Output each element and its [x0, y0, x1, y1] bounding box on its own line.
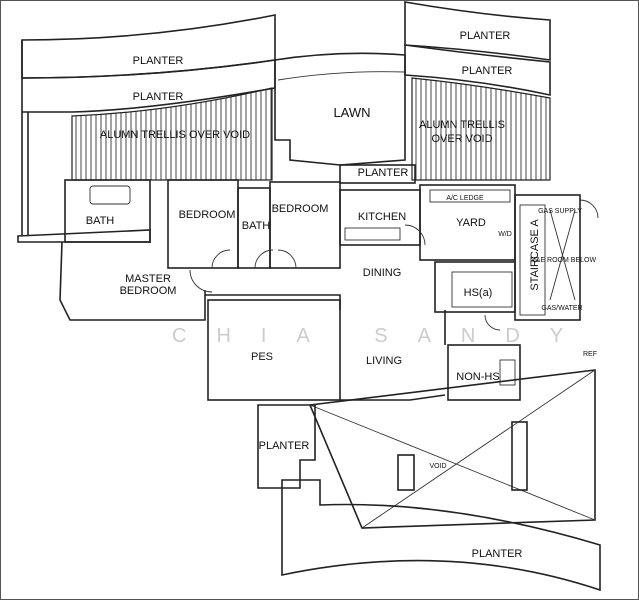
label-bedroom-1: BEDROOM — [179, 209, 236, 221]
label-void: VOID — [429, 463, 446, 470]
label-gas-supply: GAS SUPPLY — [538, 208, 582, 215]
label-wd: W/D — [498, 231, 512, 238]
label-planter-tl1: PLANTER — [133, 55, 184, 67]
watermark: CHIA SANDY — [172, 325, 593, 347]
label-planter-mid: PLANTER — [358, 167, 409, 179]
doors — [189, 199, 599, 331]
label-trellis-right-2: OVER VOID — [431, 133, 492, 145]
label-lawn: LAWN — [333, 105, 370, 120]
top-left-planters — [21, 14, 276, 235]
label-staircase: STAIRCASE A — [529, 219, 541, 291]
trellis-left — [71, 87, 273, 181]
label-planter-low: PLANTER — [259, 440, 310, 452]
label-ref: REF — [583, 351, 597, 358]
planter-mid — [339, 164, 416, 184]
label-planter-bottom: PLANTER — [472, 548, 523, 560]
label-gas-water: GAS/WATER — [541, 305, 582, 312]
label-bath-2: BATH — [242, 220, 271, 232]
label-living: LIVING — [366, 355, 402, 367]
label-ac-ledge: A/C LEDGE — [446, 195, 484, 202]
label-trellis-right-1: ALUMN TRELLIS — [419, 119, 505, 131]
top-right-planters — [404, 1, 551, 181]
label-planter-tr2: PLANTER — [462, 65, 513, 77]
rooms — [17, 179, 581, 401]
label-hs-a: HS(a) — [464, 287, 493, 299]
label-master-bedroom-1: MASTER — [125, 273, 171, 285]
label-dining: DINING — [363, 267, 402, 279]
label-master-bath: BATH — [86, 215, 115, 227]
lawn-area — [274, 52, 406, 166]
label-kitchen: KITCHEN — [358, 211, 406, 223]
label-yard: YARD — [456, 217, 486, 229]
trellis-right — [411, 77, 551, 181]
label-master-bedroom-2: BEDROOM — [120, 285, 177, 297]
label-non-hs: NON-HS — [456, 371, 499, 383]
void-area — [257, 369, 601, 592]
label-me-room: M&E ROOM BELOW — [530, 257, 597, 264]
label-pes: PES — [251, 351, 273, 363]
label-trellis-left: ALUMN TRELLIS OVER VOID — [100, 129, 250, 141]
label-planter-tl2: PLANTER — [133, 91, 184, 103]
label-bedroom-2: BEDROOM — [272, 203, 329, 215]
label-planter-tr1: PLANTER — [460, 30, 511, 42]
